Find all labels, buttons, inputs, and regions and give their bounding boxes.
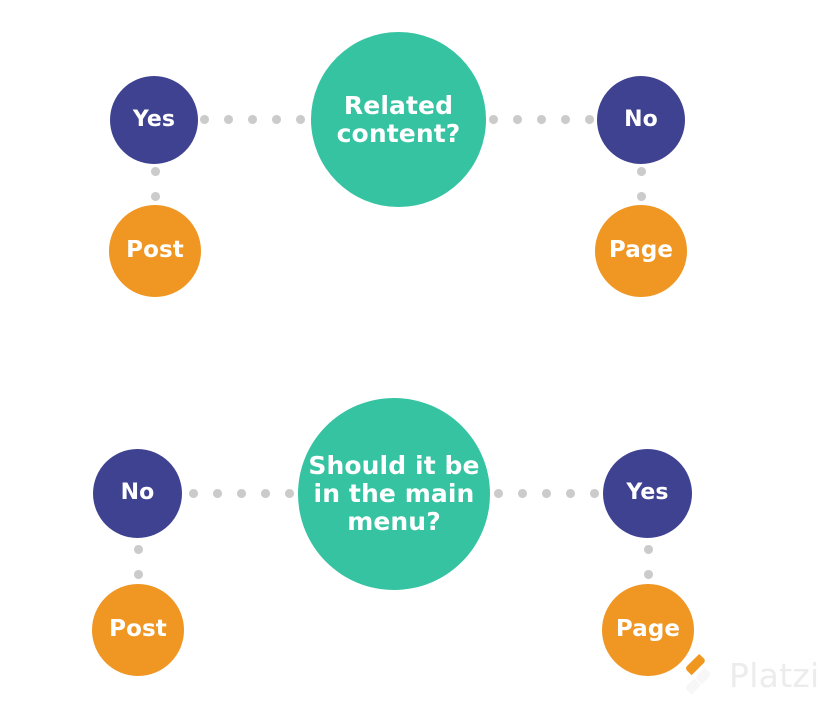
outcome-node-flow1-right[interactable]: Page [595, 205, 687, 297]
outcome-node-flow2-right[interactable]: Page [602, 584, 694, 676]
connector-flow1-left-vertical [151, 167, 160, 209]
connector-flow2-left-vertical [134, 545, 143, 585]
outcome-node-flow2-left-label: Post [109, 616, 167, 643]
question-node-related-content[interactable]: Related content? [311, 32, 486, 207]
connector-flow1-left-horizontal [200, 115, 312, 124]
answer-node-flow2-right[interactable]: Yes [603, 449, 692, 538]
connector-flow1-right-vertical [637, 167, 646, 209]
answer-node-flow1-right-label: No [624, 106, 658, 132]
platzi-watermark: Platzi [686, 654, 820, 696]
connector-flow2-left-horizontal [189, 489, 299, 498]
connector-flow2-right-horizontal [494, 489, 602, 498]
answer-node-flow1-right[interactable]: No [597, 76, 685, 164]
outcome-node-flow1-left-label: Post [126, 237, 184, 264]
outcome-node-flow2-right-label: Page [615, 616, 681, 643]
answer-node-flow2-left-label: No [120, 480, 155, 506]
connector-flow2-right-vertical [644, 545, 653, 585]
question-node-related-content-label: Related content? [336, 90, 461, 148]
outcome-node-flow1-left[interactable]: Post [109, 205, 201, 297]
answer-node-flow2-left[interactable]: No [93, 449, 182, 538]
outcome-node-flow1-right-label: Page [608, 237, 674, 264]
platzi-logo-icon [686, 654, 711, 695]
question-node-main-menu-label: Should it be in the main menu? [308, 451, 480, 536]
connector-flow1-right-horizontal [489, 115, 599, 124]
outcome-node-flow2-left[interactable]: Post [92, 584, 184, 676]
answer-node-flow1-left-label: Yes [132, 106, 176, 132]
question-node-main-menu[interactable]: Should it be in the main menu? [298, 398, 490, 590]
platzi-watermark-text: Platzi [729, 655, 820, 695]
answer-node-flow1-left[interactable]: Yes [110, 76, 198, 164]
answer-node-flow2-right-label: Yes [626, 480, 669, 506]
